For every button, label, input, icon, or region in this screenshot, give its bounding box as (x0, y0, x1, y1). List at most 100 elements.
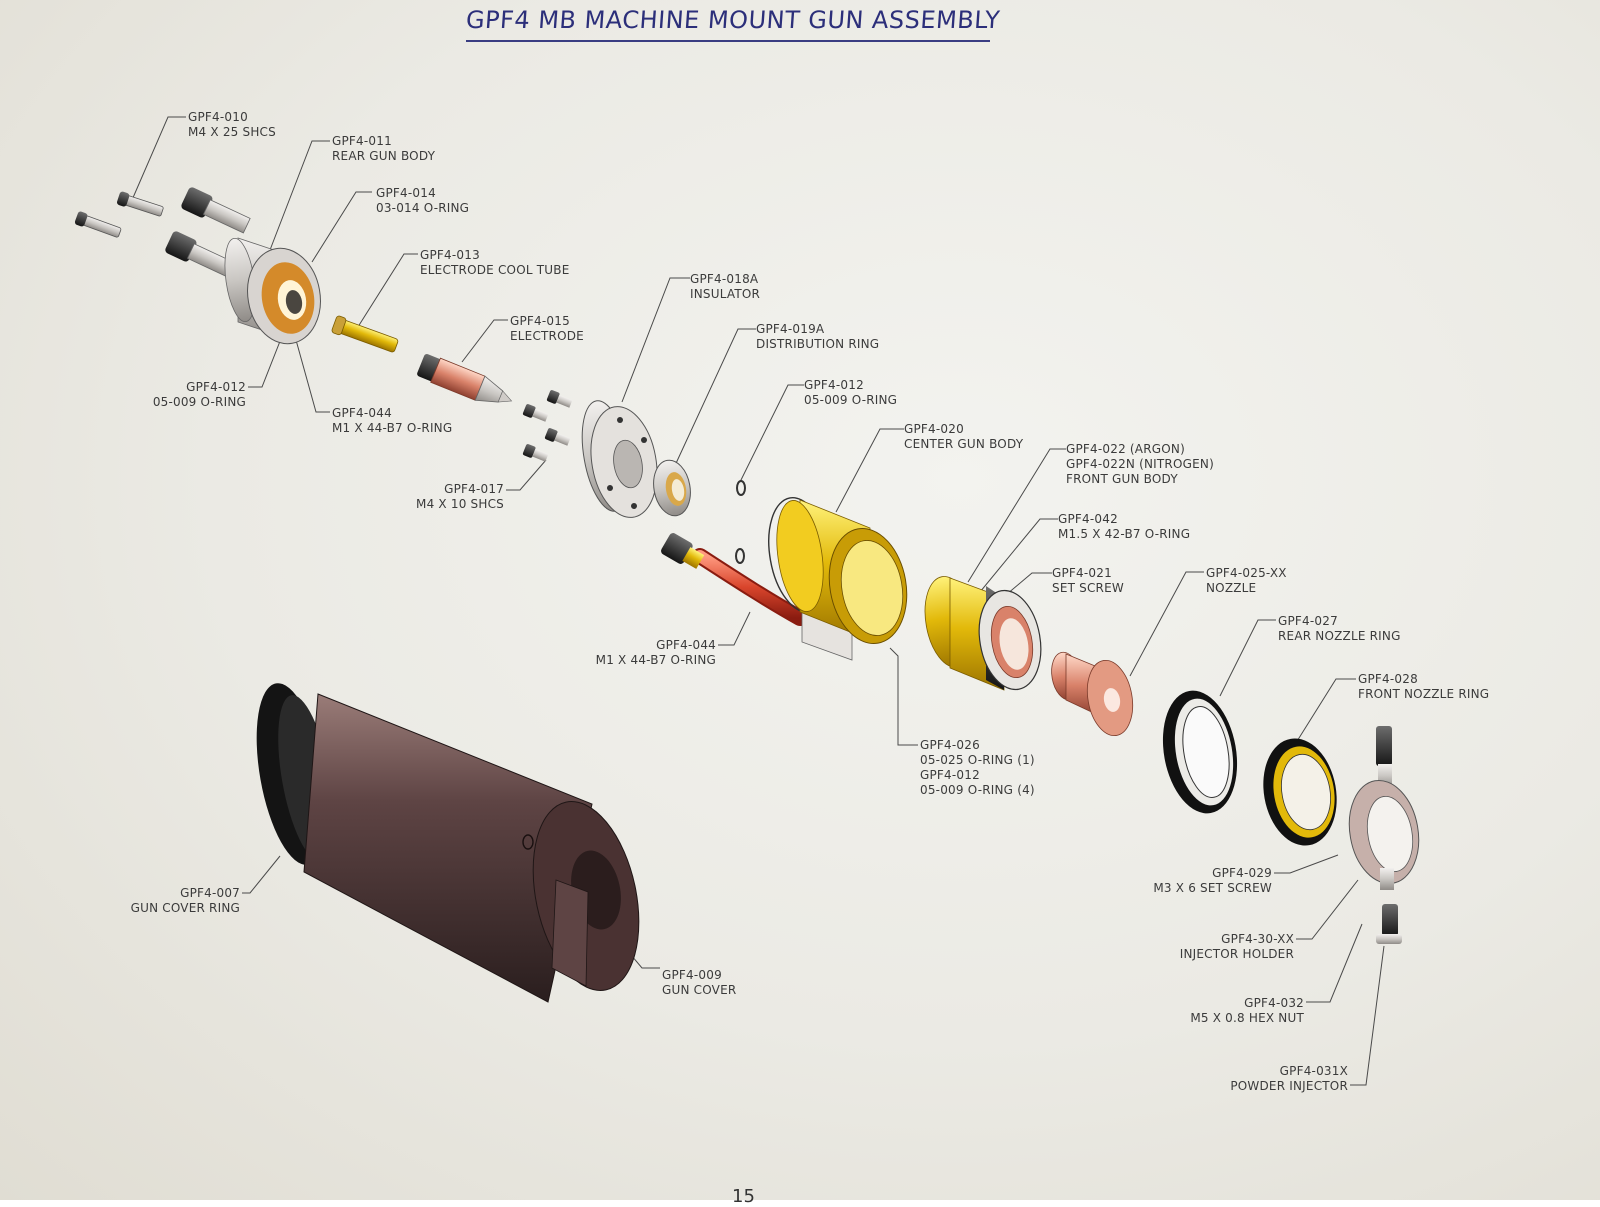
part-description: 05-025 O-RING (1) (920, 753, 1035, 767)
part-description: M1.5 X 42-B7 O-RING (1058, 527, 1191, 541)
callout-03-014-o-ring: GPF4-014 03-014 O-RING (376, 186, 469, 216)
part-description: 03-014 O-RING (376, 201, 470, 215)
part-code: GPF4-021 (1052, 566, 1112, 580)
callout-05-009-o-ring-rear: GPF4-012 05-009 O-RING (140, 380, 246, 410)
part-code: GPF4-026 (920, 738, 980, 752)
part-description: ELECTRODE COOL TUBE (420, 263, 570, 277)
leader-lines (131, 116, 1385, 1086)
part-description: GUN COVER RING (130, 901, 240, 915)
front-nozzle-ring (1263, 738, 1337, 846)
part-code-alt: GPF4-012 (920, 768, 980, 782)
callout-gun-cover: GPF4-009 GUN COVER (662, 968, 736, 998)
part-code: GPF4-019A (756, 322, 825, 336)
part-code-alt: GPF4-022N (NITROGEN) (1066, 457, 1214, 471)
electrode-cool-tube (331, 315, 399, 353)
callout-electrode-cool-tube: GPF4-013 ELECTRODE COOL TUBE (420, 248, 569, 278)
callout-distribution-ring: GPF4-019A DISTRIBUTION RING (756, 322, 879, 352)
callout-front-gun-body: GPF4-022 (ARGON) GPF4-022N (NITROGEN) FR… (1066, 442, 1214, 487)
part-code: GPF4-012 (804, 378, 864, 392)
part-description: M1 X 44-B7 O-RING (332, 421, 453, 435)
part-description: POWDER INJECTOR (1230, 1079, 1348, 1093)
callout-gun-cover-ring: GPF4-007 GUN COVER RING (110, 886, 240, 916)
title-underline (466, 40, 990, 42)
part-description: GUN COVER (662, 983, 737, 997)
part-code: GPF4-044 (332, 406, 392, 420)
m4x10-screws (522, 390, 573, 462)
part-description: 05-009 O-RING (152, 395, 246, 409)
part-code: GPF4-012 (186, 380, 246, 394)
part-code: GPF4-017 (444, 482, 504, 496)
part-code: GPF4-028 (1358, 672, 1418, 686)
part-description: NOZZLE (1206, 581, 1257, 595)
callout-rear-gun-body: GPF4-011 REAR GUN BODY (332, 134, 435, 164)
callout-front-nozzle-ring: GPF4-028 FRONT NOZZLE RING (1358, 672, 1489, 702)
part-code: GPF4-010 (188, 110, 248, 124)
part-description: CENTER GUN BODY (904, 437, 1024, 451)
callout-o-ring-set: GPF4-026 05-025 O-RING (1) GPF4-012 05-0… (920, 738, 1035, 798)
center-gun-body (768, 496, 908, 644)
rear-nozzle-ring (1162, 690, 1238, 814)
part-description: INJECTOR HOLDER (1179, 947, 1294, 961)
callout-electrode: GPF4-015 ELECTRODE (510, 314, 584, 344)
part-description: M4 X 10 SHCS (416, 497, 504, 511)
callout-powder-injector: GPF4-031X POWDER INJECTOR (1216, 1064, 1348, 1094)
part-description: INSULATOR (690, 287, 761, 301)
callout-set-screw: GPF4-021 SET SCREW (1052, 566, 1124, 596)
part-description: FRONT NOZZLE RING (1358, 687, 1490, 701)
front-gun-body (924, 576, 1042, 691)
part-code: GPF4-015 (510, 314, 570, 328)
nozzle (1051, 651, 1134, 737)
part-code: GPF4-020 (904, 422, 964, 436)
part-code: GPF4-014 (376, 186, 436, 200)
m4x25-screws (74, 191, 164, 238)
part-code: GPF4-018A (690, 272, 759, 286)
part-description: M1 X 44-B7 O-RING (595, 653, 716, 667)
callout-m3x6-set-screw: GPF4-029 M3 X 6 SET SCREW (1148, 866, 1272, 896)
part-description: M3 X 6 SET SCREW (1153, 881, 1272, 895)
part-code: GPF4-30-XX (1221, 932, 1294, 946)
callout-injector-holder: GPF4-30-XX INJECTOR HOLDER (1166, 932, 1294, 962)
part-description: 05-009 O-RING (804, 393, 898, 407)
part-description: ELECTRODE (510, 329, 584, 343)
part-code: GPF4-044 (656, 638, 716, 652)
part-description: FRONT GUN BODY (1066, 472, 1178, 486)
part-code: GPF4-007 (180, 886, 240, 900)
part-description: SET SCREW (1052, 581, 1124, 595)
part-code: GPF4-029 (1212, 866, 1272, 880)
callout-insulator: GPF4-018A INSULATOR (690, 272, 760, 302)
powder-feed-tube (661, 533, 853, 661)
part-code: GPF4-022 (ARGON) (1066, 442, 1185, 456)
part-code: GPF4-011 (332, 134, 392, 148)
callout-m4x25-shcs: GPF4-010 M4 X 25 SHCS (188, 110, 276, 140)
callout-05-009-o-ring: GPF4-012 05-009 O-RING (804, 378, 897, 408)
part-code: GPF4-031X (1279, 1064, 1348, 1078)
small-o-rings (735, 480, 746, 564)
callout-m4x10-shcs: GPF4-017 M4 X 10 SHCS (396, 482, 504, 512)
callout-nozzle: GPF4-025-XX NOZZLE (1206, 566, 1287, 596)
electrode (417, 354, 513, 403)
part-description-alt: 05-009 O-RING (4) (920, 783, 1035, 797)
part-description: REAR NOZZLE RING (1278, 629, 1401, 643)
part-code: GPF4-013 (420, 248, 480, 262)
part-code: GPF4-025-XX (1206, 566, 1287, 580)
gun-cover (256, 683, 640, 1003)
callout-rear-nozzle-ring: GPF4-027 REAR NOZZLE RING (1278, 614, 1401, 644)
callout-m1-5x42-o-ring: GPF4-042 M1.5 X 42-B7 O-RING (1058, 512, 1190, 542)
part-description: M4 X 25 SHCS (188, 125, 276, 139)
part-code: GPF4-042 (1058, 512, 1118, 526)
rear-gun-body (165, 187, 321, 345)
page-number: 15 (732, 1186, 755, 1207)
callout-center-gun-body: GPF4-020 CENTER GUN BODY (904, 422, 1023, 452)
distribution-ring (653, 459, 691, 517)
callout-m1x44-o-ring-front: GPF4-044 M1 X 44-B7 O-RING (584, 638, 716, 668)
callout-m1x44-o-ring-rear: GPF4-044 M1 X 44-B7 O-RING (332, 406, 452, 436)
part-description: DISTRIBUTION RING (756, 337, 880, 351)
injector-holder (1348, 726, 1420, 944)
insulator (581, 400, 658, 518)
part-description: REAR GUN BODY (332, 149, 436, 163)
part-code: GPF4-027 (1278, 614, 1338, 628)
part-description: M5 X 0.8 HEX NUT (1190, 1011, 1304, 1025)
part-code: GPF4-032 (1244, 996, 1304, 1010)
